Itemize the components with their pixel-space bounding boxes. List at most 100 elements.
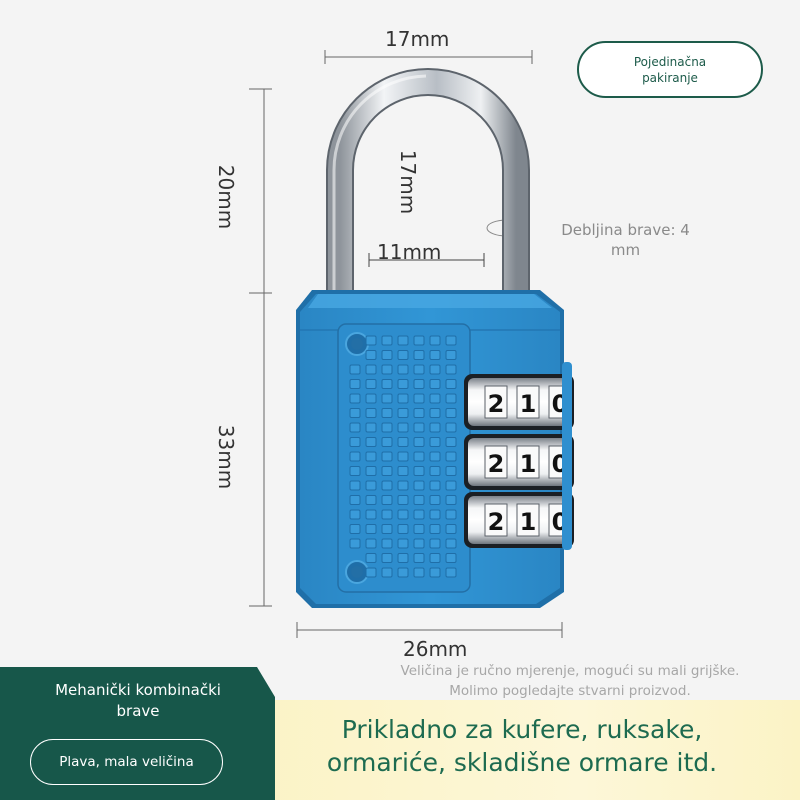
dial-digit: 2	[488, 508, 505, 536]
grip-bump	[429, 422, 441, 433]
grip-bump	[381, 524, 393, 534]
grip-bump	[429, 480, 441, 491]
grip-bump	[397, 480, 409, 491]
grip-bump	[365, 509, 377, 520]
grip-bump	[381, 480, 393, 491]
grip-bump	[381, 567, 393, 578]
grip-bump	[429, 393, 441, 404]
grip-bump	[445, 480, 457, 491]
badge-line-1: Pojedinačna	[633, 54, 707, 69]
grip-bump	[381, 538, 393, 549]
headline-line-2: ormariće, skladišne ormare itd.	[326, 748, 718, 777]
grip-bump	[349, 509, 361, 520]
grip-bump	[445, 466, 457, 476]
grip-bump	[349, 422, 361, 433]
note-line-1: Veličina je ručno mjerenje, mogući su ma…	[400, 663, 740, 679]
grip-bump	[445, 379, 457, 389]
grip-bump	[397, 379, 409, 389]
grip-bump	[381, 422, 393, 433]
grip-bump	[445, 335, 457, 346]
grip-bump	[349, 451, 361, 462]
grip-bump	[429, 538, 441, 549]
grip-bump	[413, 379, 425, 389]
grip-bump	[381, 509, 393, 520]
grip-bump	[445, 567, 457, 578]
grip-bump	[365, 364, 377, 375]
grip-bump	[397, 524, 409, 534]
grip-bump	[445, 364, 457, 375]
grip-bump	[429, 466, 441, 476]
grip-bump	[397, 451, 409, 462]
grip-bump	[349, 408, 361, 418]
grip-bump	[413, 509, 425, 520]
grip-bump	[381, 350, 393, 360]
usage-headline: Prikladno za kufere, ruksake, ormariće, …	[262, 713, 782, 779]
grip-bump	[397, 538, 409, 549]
grip-bump	[365, 379, 377, 389]
grip-bump	[429, 335, 441, 346]
grip-bump	[413, 350, 425, 360]
grip-bump	[429, 567, 441, 578]
grip-bump	[413, 466, 425, 476]
thickness-line-1: Debljina brave: 4	[561, 221, 690, 239]
grip-bump	[365, 567, 377, 578]
note-line-2: Molimo pogledajte stvarni proizvod.	[449, 683, 691, 699]
grip-bump	[429, 495, 441, 505]
grip-bump	[365, 451, 377, 462]
grip-bump	[365, 538, 377, 549]
grip-bump	[381, 451, 393, 462]
grip-bump	[413, 538, 425, 549]
thickness-label: Debljina brave: 4 mm	[548, 220, 703, 260]
grip-bump	[381, 335, 393, 346]
dim-body-height: 33mm	[214, 424, 239, 490]
grip-bump	[429, 408, 441, 418]
grip-bump	[349, 466, 361, 476]
grip-bump	[397, 393, 409, 404]
grip-bump	[445, 393, 457, 404]
dim-upper-height: 20mm	[214, 164, 239, 230]
grip-bump	[349, 364, 361, 375]
grip-bump	[397, 422, 409, 433]
grip-bump	[365, 422, 377, 433]
grip-bump	[349, 538, 361, 549]
grip-bump	[413, 335, 425, 346]
grip-bump	[349, 393, 361, 404]
grip-bump	[397, 408, 409, 418]
dim-shackle-inner: 11mm	[377, 240, 442, 264]
measurement-note: Veličina je ručno mjerenje, mogući su ma…	[370, 661, 770, 701]
grip-bump	[397, 437, 409, 447]
grip-bump	[381, 364, 393, 375]
grip-bump	[445, 495, 457, 505]
grip-bump	[397, 364, 409, 375]
dim-top-width: 17mm	[385, 27, 450, 51]
grip-bump	[445, 524, 457, 534]
variant-label: Plava, mala veličina	[59, 754, 194, 770]
variant-pill[interactable]: Plava, mala veličina	[30, 739, 223, 785]
grip-bump	[413, 437, 425, 447]
thickness-line-2: mm	[610, 241, 641, 259]
grip-bump	[381, 379, 393, 389]
dial-digit: 1	[520, 390, 537, 418]
grip-bump	[429, 350, 441, 360]
grip-bump	[429, 509, 441, 520]
dial-digit: 1	[520, 450, 537, 478]
grip-bump	[381, 408, 393, 418]
grip-bump	[365, 408, 377, 418]
grip-bump	[365, 466, 377, 476]
grip-bump	[381, 437, 393, 447]
grip-bump	[397, 553, 409, 563]
grip-bump	[413, 364, 425, 375]
grip-bump	[349, 437, 361, 447]
footer-yellow-band	[250, 700, 800, 800]
grip-bump	[381, 495, 393, 505]
grip-bump	[397, 495, 409, 505]
grip-bump	[445, 350, 457, 360]
dim-body-width: 26mm	[403, 637, 468, 661]
grip-bump	[413, 553, 425, 563]
grip-bump	[445, 422, 457, 433]
badge-line-2: pakiranje	[642, 70, 698, 85]
grip-bump	[445, 451, 457, 462]
grip-bump	[365, 437, 377, 447]
